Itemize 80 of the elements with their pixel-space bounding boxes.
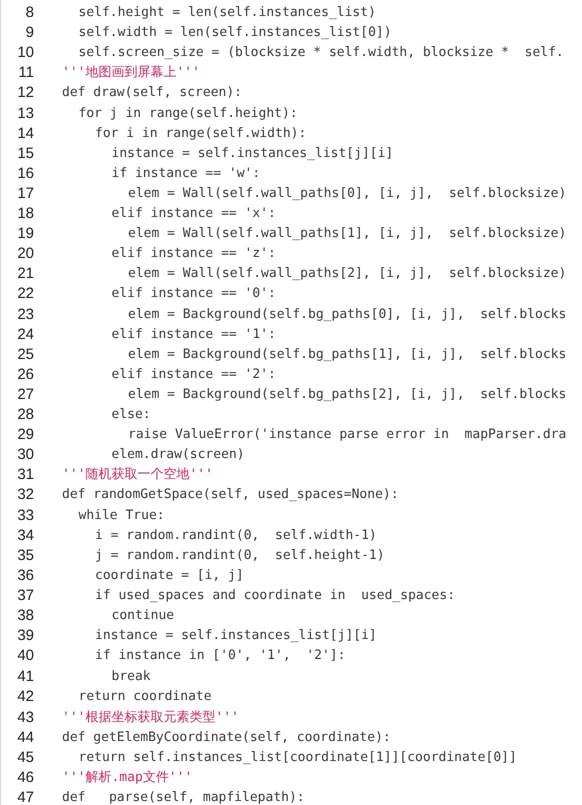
line-number: 18 <box>16 205 34 223</box>
code-line: elif instance == '1': <box>112 326 276 344</box>
code-line: elem = Wall(self.wall_paths[2], [i, j], self.blocksize) <box>128 265 566 284</box>
code-line: continue <box>112 607 174 625</box>
line-number: 35 <box>16 546 34 565</box>
line-number: 43 <box>16 708 34 726</box>
line-number: 27 <box>16 386 34 404</box>
code-line: elif instance == 'z': <box>112 245 276 264</box>
code-line: if instance == 'w': <box>112 164 260 183</box>
code-line: coordinate = [i, j] <box>95 566 244 585</box>
line-number: 19 <box>16 225 34 244</box>
code-line: elem = Wall(self.wall_paths[0], [i, j], self.blocksize) <box>128 184 566 203</box>
line-number: 29 <box>16 426 34 444</box>
line-number: 20 <box>16 245 34 264</box>
line-number: 47 <box>16 788 34 805</box>
line-number: 21 <box>16 265 34 284</box>
line-number: 44 <box>16 728 34 747</box>
code-line: for i in range(self.width): <box>95 124 306 143</box>
code-line: instance = self.instances_list[j][i] <box>95 627 377 646</box>
code-line: elem = Wall(self.wall_paths[1], [i, j], self.blocksize) <box>128 225 566 244</box>
line-number: 34 <box>16 526 34 545</box>
code-line: instance = self.instances_list[j][i] <box>112 144 394 163</box>
line-number: 38 <box>16 607 34 625</box>
code-comment: '''随机获取一个空地''' <box>62 466 213 484</box>
line-number: 15 <box>16 144 34 163</box>
code-line: raise ValueError('instance parse error in mapParser.dra <box>128 426 566 444</box>
code-line: return self.instances_list[coordinate[1]][coordinate[0]] <box>78 748 517 767</box>
line-number: 30 <box>16 446 34 464</box>
code-line: else: <box>112 406 151 424</box>
line-number: 14 <box>16 124 34 143</box>
line-number: 42 <box>16 688 34 706</box>
code-line: elem = Background(self.bg_paths[0], [i, j], self.blocks <box>128 306 566 324</box>
code-comment: '''地图画到屏幕上''' <box>62 64 200 82</box>
line-number: 45 <box>16 748 34 767</box>
code-line: def randomGetSpace(self, used_spaces=None): <box>62 486 399 504</box>
code-line: def parse(self, mapfilepath): <box>62 788 305 805</box>
line-number: 33 <box>16 506 34 524</box>
line-number: 39 <box>16 627 34 646</box>
line-number: 8 <box>24 4 34 22</box>
line-number: 31 <box>16 466 34 484</box>
code-line: elif instance == 'x': <box>112 205 276 223</box>
code-line: while True: <box>78 506 165 524</box>
line-number: 16 <box>16 164 34 183</box>
line-number: 36 <box>16 566 34 585</box>
code-line: def getElemByCoordinate(self, coordinate): <box>62 728 391 747</box>
code-line: elif instance == '2': <box>112 366 276 384</box>
code-line: elem = Background(self.bg_paths[2], [i, j], self.blocks <box>128 386 566 404</box>
line-number: 17 <box>16 184 34 203</box>
line-number: 24 <box>16 326 34 344</box>
line-number: 25 <box>16 346 34 364</box>
code-line: break <box>112 668 151 686</box>
code-line: if instance in ['0', '1', '2']: <box>95 647 346 666</box>
code-line: return coordinate <box>78 688 212 706</box>
line-number: 13 <box>16 104 34 122</box>
line-number: 10 <box>16 44 34 62</box>
line-number: 46 <box>16 768 34 787</box>
code-line: self.width = len(self.instances_list[0]) <box>78 24 392 42</box>
code-comment: '''解析.map文件''' <box>62 768 192 787</box>
line-number: 40 <box>16 647 34 666</box>
line-number: 22 <box>16 285 34 304</box>
code-line: self.height = len(self.instances_list) <box>78 4 376 22</box>
line-number: 12 <box>16 84 34 102</box>
code-line: elem.draw(screen) <box>112 446 245 464</box>
line-number: 9 <box>24 24 34 42</box>
line-number: 41 <box>16 668 34 686</box>
line-number: 37 <box>16 586 34 605</box>
code-line: elem = Background(self.bg_paths[1], [i, j], self.blocks <box>128 346 566 364</box>
code-comment: '''根据坐标获取元素类型''' <box>62 708 239 726</box>
code-line: for j in range(self.height): <box>78 104 298 122</box>
code-line: if used_spaces and coordinate in used_spaces: <box>95 586 456 605</box>
line-number: 28 <box>16 406 34 424</box>
code-line: j = random.randint(0, self.height-1) <box>95 546 385 565</box>
code-line: def draw(self, screen): <box>62 84 242 102</box>
code-line: self.screen_size = (blocksize * self.width, blocksize * self. <box>78 44 564 62</box>
code-line: i = random.randint(0, self.width-1) <box>95 526 377 545</box>
line-number: 11 <box>17 64 34 82</box>
line-number: 26 <box>16 366 34 384</box>
line-number: 32 <box>16 486 34 504</box>
code-line: elif instance == '0': <box>112 285 276 304</box>
line-number: 23 <box>16 306 34 324</box>
